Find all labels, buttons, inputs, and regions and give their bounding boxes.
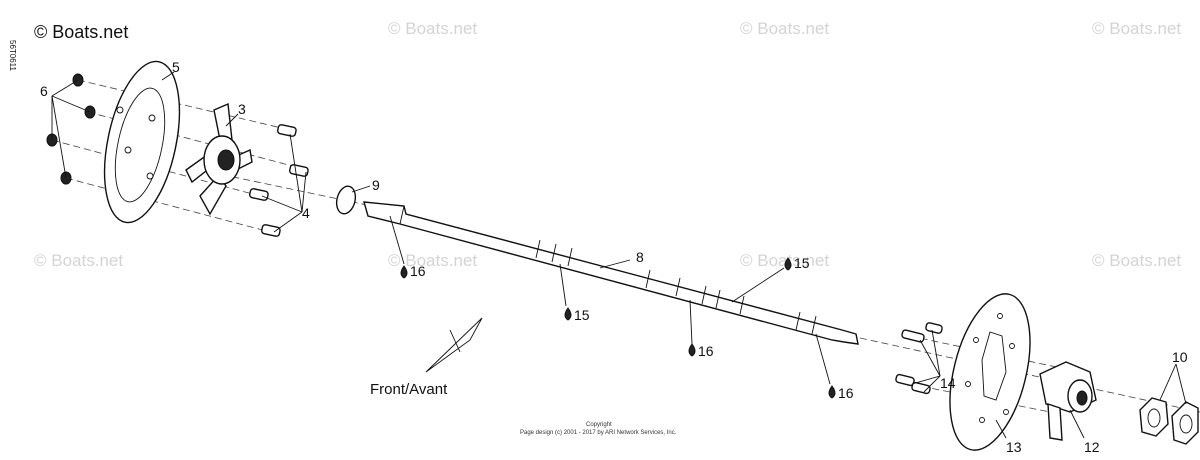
bearing-hub (1039, 361, 1097, 441)
watermark: © Boats.net (1092, 251, 1181, 270)
oil-drop-icon (688, 343, 696, 357)
callout-9: 9 (372, 177, 380, 193)
watermark: © Boats.net (388, 19, 477, 38)
hub-bolts (249, 124, 309, 237)
disc-mounting-nuts (46, 73, 96, 185)
callout-3: 3 (238, 101, 246, 117)
disc-bolts-right (895, 322, 943, 395)
brand-logo-text: © Boats.net (34, 22, 128, 42)
brake-disc-right (949, 293, 1031, 451)
callout-leaders (51, 71, 1187, 439)
footer-copyright: Copyright (586, 422, 612, 428)
callout-5: 5 (172, 59, 180, 75)
oil-drop-icon (784, 257, 792, 271)
sprocket-hub (185, 102, 253, 216)
callout-6: 6 (40, 83, 48, 99)
axle-nuts (1139, 397, 1199, 445)
watermark: © Boats.net (1092, 19, 1181, 38)
watermark: © Boats.net (740, 19, 829, 38)
callout-15: 15 (574, 307, 590, 323)
brake-disc-left (103, 60, 181, 224)
front-direction-arrow (425, 317, 483, 373)
callout-16: 16 (410, 263, 426, 279)
callout-15: 15 (794, 255, 810, 271)
watermark: © Boats.net (740, 251, 829, 270)
watermark: © Boats.net (34, 251, 123, 270)
oil-drop-icon (564, 307, 572, 321)
callout-13: 13 (1006, 439, 1022, 455)
callout-16: 16 (698, 343, 714, 359)
callout-14: 14 (940, 375, 956, 391)
footer-page-design: Page design (c) 2001 - 2017 by ARI Netwo… (520, 430, 677, 436)
watermark: © Boats.net (388, 251, 477, 270)
front-direction-label: Front/Avant (370, 381, 448, 398)
oil-drop-icon (828, 385, 836, 399)
o-ring (335, 185, 357, 215)
callout-16: 16 (838, 385, 854, 401)
callout-4: 4 (302, 205, 310, 221)
callout-10: 10 (1172, 349, 1188, 365)
oil-drop-icon (400, 265, 408, 279)
figure-id: 56T0611 (8, 40, 17, 72)
axle-shaft (363, 201, 859, 345)
callout-8: 8 (636, 249, 644, 265)
lubricant-markers (400, 257, 836, 399)
callout-12: 12 (1084, 439, 1100, 455)
